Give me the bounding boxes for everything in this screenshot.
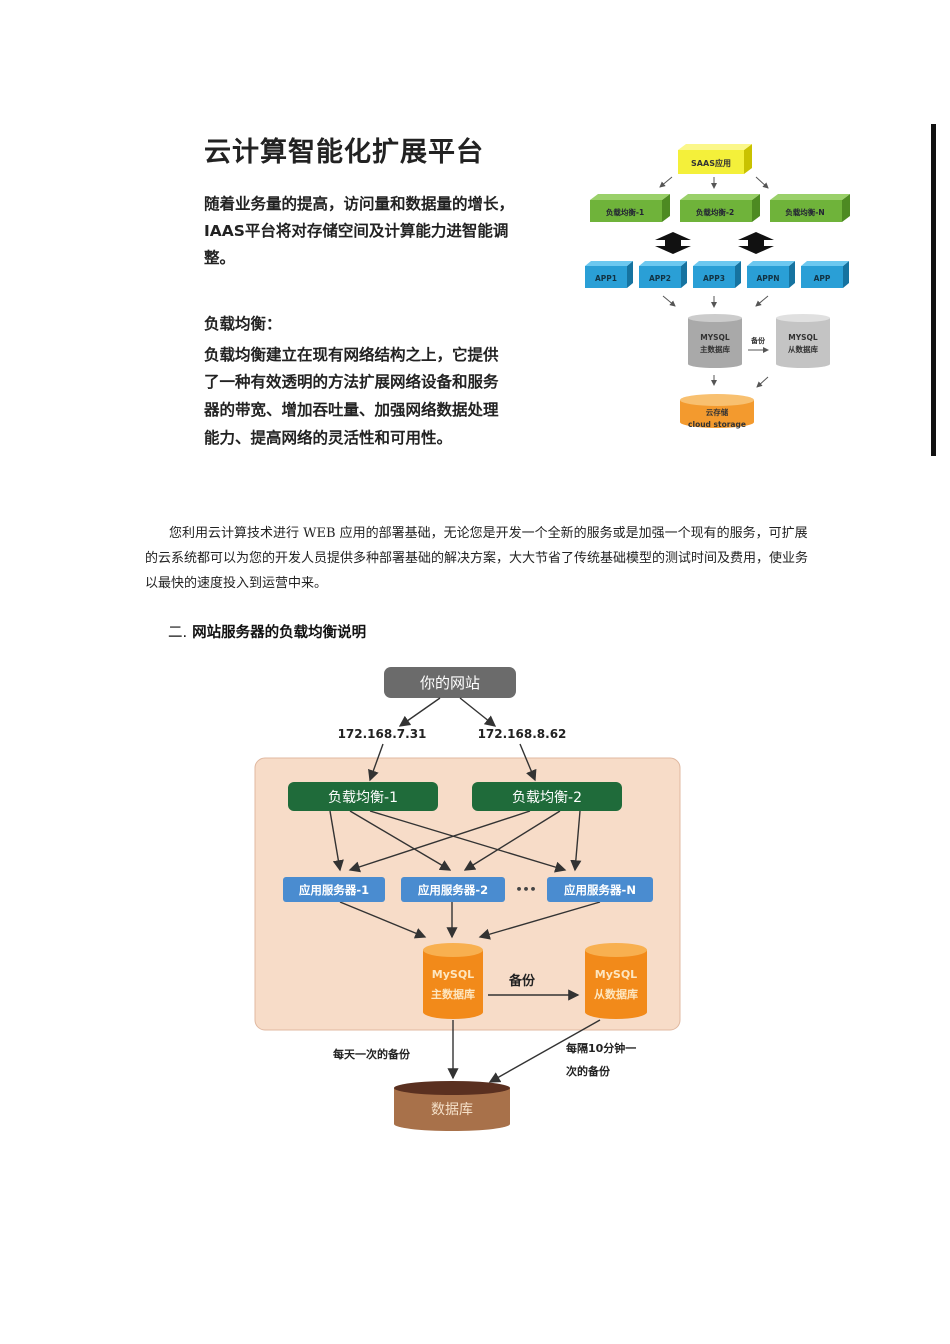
svg-text:APP2: APP2 [649, 274, 671, 283]
double-arrow-icons [655, 232, 774, 254]
svg-text:次的备份: 次的备份 [566, 1064, 611, 1078]
cloud-storage: 云存储 cloud storage [680, 394, 754, 429]
svg-text:负载均衡-N: 负载均衡-N [785, 207, 824, 217]
svg-text:备份: 备份 [750, 336, 766, 345]
lb-line: 能力、提高网络的灵活性和可用性。 [204, 429, 453, 447]
intro-line: IAAS平台将对存储空间及计算能力进智能调 [204, 222, 509, 240]
body-paragraph: 您利用云计算技术进行 WEB 应用的部署基础，无论您是开发一个全新的服务或是加强… [145, 526, 809, 591]
lb-boxes: 负载均衡-1 负载均衡-2 负载均衡-N [590, 194, 850, 222]
svg-text:MYSQL: MYSQL [788, 333, 818, 342]
svg-text:每天一次的备份: 每天一次的备份 [333, 1047, 411, 1061]
intro-line: 整。 [204, 249, 236, 267]
svg-text:SAAS应用: SAAS应用 [691, 158, 731, 168]
lb-line: 负载均衡建立在现有网络结构之上，它提供 [204, 346, 499, 364]
svg-text:从数据库: 从数据库 [594, 987, 638, 1001]
section-title: 网站服务器的负载均衡说明 [192, 625, 367, 641]
svg-text:MySQL: MySQL [432, 968, 474, 981]
cloud-platform-diagram: SAAS应用 负载均衡-1 负载均衡-2 负载均衡-N APP1 APP2 AP… [585, 144, 850, 429]
svg-text:数据库: 数据库 [431, 1102, 473, 1118]
svg-text:cloud storage: cloud storage [688, 420, 746, 429]
website-box: 你的网站 [384, 667, 516, 698]
saas-box: SAAS应用 [678, 144, 752, 174]
svg-text:备份: 备份 [508, 973, 536, 989]
svg-text:APP1: APP1 [595, 274, 617, 283]
svg-text:APP: APP [814, 274, 831, 283]
svg-text:负载均衡-1: 负载均衡-1 [606, 207, 644, 217]
mysql-cylinders: MySQL 主数据库 MySQL 从数据库 [423, 943, 647, 1019]
section-number: 二. [168, 625, 188, 641]
app-servers: 应用服务器-1 应用服务器-2 应用服务器-N ••• [283, 877, 653, 902]
section-heading: 二. 网站服务器的负载均衡说明 [168, 621, 366, 642]
svg-text:MySQL: MySQL [595, 968, 637, 981]
ip-label: 172.168.8.62 [478, 727, 567, 741]
lb-line: 器的带宽、增加吞吐量、加强网络数据处理 [204, 401, 499, 419]
svg-text:负载均衡-2: 负载均衡-2 [512, 790, 582, 806]
figure1-title: 云计算智能化扩展平台 [204, 137, 484, 168]
svg-text:主数据库: 主数据库 [431, 987, 475, 1001]
svg-text:你的网站: 你的网站 [420, 674, 480, 692]
svg-text:从数据库: 从数据库 [788, 344, 818, 354]
ip-label: 172.168.7.31 [338, 727, 427, 741]
app-boxes: APP1 APP2 APP3 APPN APP [585, 261, 849, 288]
database-cylinder: 数据库 [394, 1081, 510, 1131]
lb-heading: 负载均衡： [204, 315, 282, 333]
svg-text:应用服务器-N: 应用服务器-N [564, 883, 636, 897]
lb-boxes: 负载均衡-1 负载均衡-2 [288, 782, 622, 811]
intro-line: 随着业务量的提高，访问量和数据量的增长， [204, 195, 515, 213]
svg-text:应用服务器-2: 应用服务器-2 [418, 883, 488, 897]
svg-text:•••: ••• [515, 883, 536, 896]
lb-line: 了一种有效透明的方法扩展网络设备和服务 [204, 373, 499, 391]
svg-text:负载均衡-1: 负载均衡-1 [328, 790, 398, 806]
svg-text:应用服务器-1: 应用服务器-1 [299, 883, 369, 897]
svg-text:主数据库: 主数据库 [700, 344, 730, 354]
page-edge-bar [931, 124, 936, 456]
svg-text:云存储: 云存储 [706, 407, 729, 417]
svg-text:MYSQL: MYSQL [700, 333, 730, 342]
mysql-cylinders: MYSQL 主数据库 MYSQL 从数据库 备份 [688, 314, 830, 368]
svg-text:负载均衡-2: 负载均衡-2 [696, 207, 734, 217]
svg-text:每隔10分钟一: 每隔10分钟一 [566, 1041, 636, 1055]
svg-text:APP3: APP3 [703, 274, 725, 283]
load-balancing-diagram: 你的网站 172.168.7.31 172.168.8.62 负载均衡-1 负载… [254, 667, 681, 1131]
svg-text:APPN: APPN [756, 274, 779, 283]
